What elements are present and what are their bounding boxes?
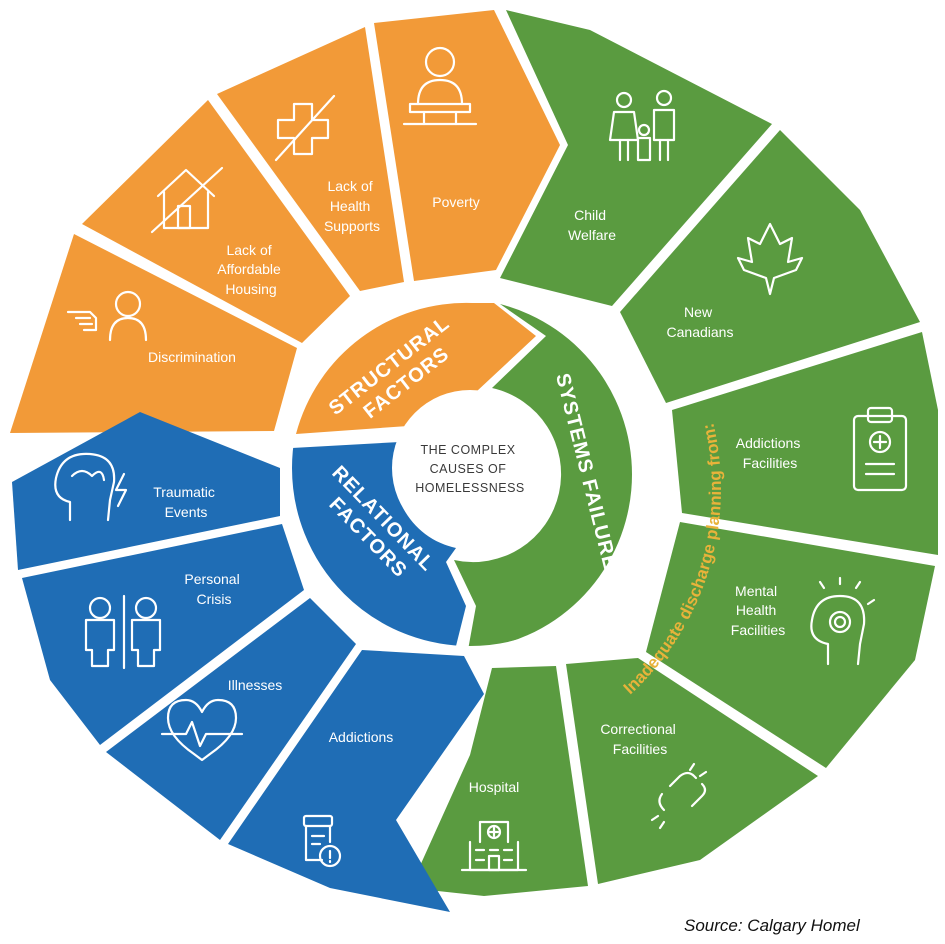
- family-icon: [608, 89, 676, 162]
- label-mental-health: Mental Health Facilities: [731, 583, 785, 638]
- segment-new-canadians: [620, 130, 920, 403]
- heartbeat-icon: [160, 698, 244, 762]
- hospital-building-icon: [460, 820, 528, 872]
- label-illnesses: Illnesses: [228, 677, 282, 693]
- segment-personal-crisis: [22, 524, 304, 745]
- label-hospital: Hospital: [469, 779, 520, 795]
- segment-addictions: [228, 650, 484, 912]
- center-ring-outline: [288, 286, 652, 650]
- label-health-supports: Lack of Health Supports: [324, 178, 380, 234]
- clipboard-icon: [852, 406, 908, 492]
- segment-addictions-facilities: [672, 332, 938, 555]
- label-new-canadians: New Canadians: [667, 304, 734, 340]
- segment-hospital: [410, 666, 588, 896]
- head-lightning-icon: [54, 452, 128, 522]
- segment-discrimination: [10, 234, 297, 433]
- mind-icon: [810, 576, 876, 666]
- label-addictions: Addictions: [329, 729, 394, 745]
- maple-leaf-icon: [736, 222, 804, 296]
- label-discrimination: Discrimination: [148, 349, 236, 365]
- two-people-icon: [84, 594, 162, 670]
- crossed-house-icon: [150, 166, 224, 234]
- category-ring: [288, 286, 652, 650]
- label-correctional: Correctional Facilities: [600, 721, 679, 757]
- label-child-welfare: Child Welfare: [568, 207, 616, 243]
- broken-chain-icon: [650, 762, 708, 830]
- segment-mental-health: [646, 522, 935, 768]
- center-circle: [392, 390, 548, 546]
- source-caption: Source: Calgary Homel: [684, 916, 860, 935]
- segment-labels: Discrimination Lack of Affordable Housin…: [148, 178, 804, 795]
- segment-child-welfare: [500, 10, 772, 306]
- relational-factors-shape: [290, 442, 466, 646]
- segment-traumatic-events: [12, 412, 280, 570]
- center-title: THE COMPLEX CAUSES OF HOMELESSNESS: [415, 443, 525, 495]
- segment-correctional: [566, 658, 818, 884]
- segment-poverty: [374, 10, 560, 281]
- label-poverty: Poverty: [432, 194, 479, 210]
- label-addictions-facilities: Addictions Facilities: [736, 435, 804, 471]
- crossed-medical-cross-icon: [274, 94, 336, 162]
- segment-affordable-housing: [82, 100, 350, 343]
- structural-factors-shape: [296, 302, 536, 434]
- label-personal-crisis: Personal Crisis: [184, 571, 243, 607]
- pill-bottle-icon: [302, 814, 342, 868]
- systems-failures-shape: [454, 304, 632, 650]
- segment-illnesses: [106, 598, 356, 840]
- segment-icons: [54, 46, 908, 872]
- label-affordable-housing: Lack of Affordable Housing: [217, 242, 284, 297]
- pointing-hand-person-icon: [66, 290, 148, 342]
- label-traumatic-events: Traumatic Events: [153, 484, 219, 520]
- sitting-person-icon: [402, 46, 478, 126]
- outer-segments: [10, 10, 938, 912]
- segment-health-supports: [217, 27, 404, 291]
